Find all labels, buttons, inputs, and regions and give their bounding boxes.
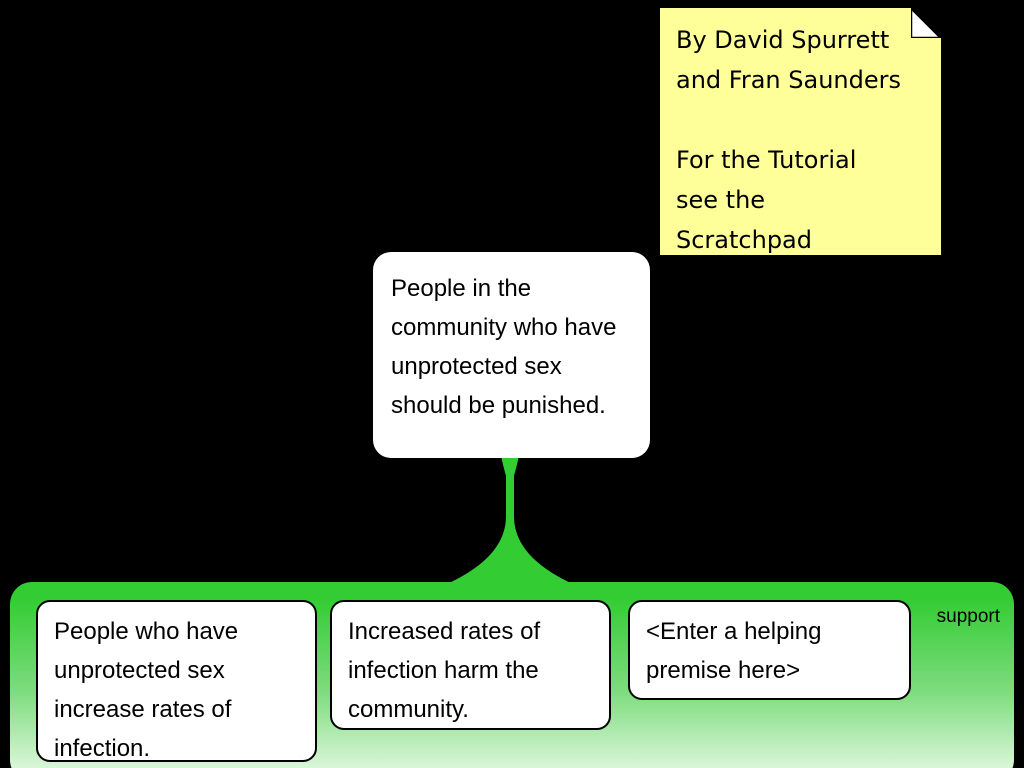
- premise-text: <Enter a helping premise here>: [646, 618, 822, 684]
- premise-text: Increased rates of infection harm the co…: [348, 618, 541, 723]
- conclusion-text: People in the community who have unprote…: [391, 275, 617, 419]
- folded-corner-icon: [911, 8, 941, 38]
- premise-box[interactable]: <Enter a helping premise here>: [628, 600, 911, 700]
- support-group[interactable]: support People who have unprotected sex …: [10, 582, 1014, 768]
- sticky-note[interactable]: By David Spurrett and Fran Saunders For …: [660, 8, 941, 255]
- support-connector[interactable]: [430, 454, 590, 588]
- premise-box[interactable]: Increased rates of infection harm the co…: [330, 600, 611, 730]
- premise-text: People who have unprotected sex increase…: [54, 618, 239, 762]
- conclusion-box[interactable]: People in the community who have unprote…: [373, 252, 650, 458]
- premise-box[interactable]: People who have unprotected sex increase…: [36, 600, 317, 762]
- sticky-note-text: By David Spurrett and Fran Saunders For …: [676, 26, 901, 254]
- support-label: support: [936, 606, 1000, 627]
